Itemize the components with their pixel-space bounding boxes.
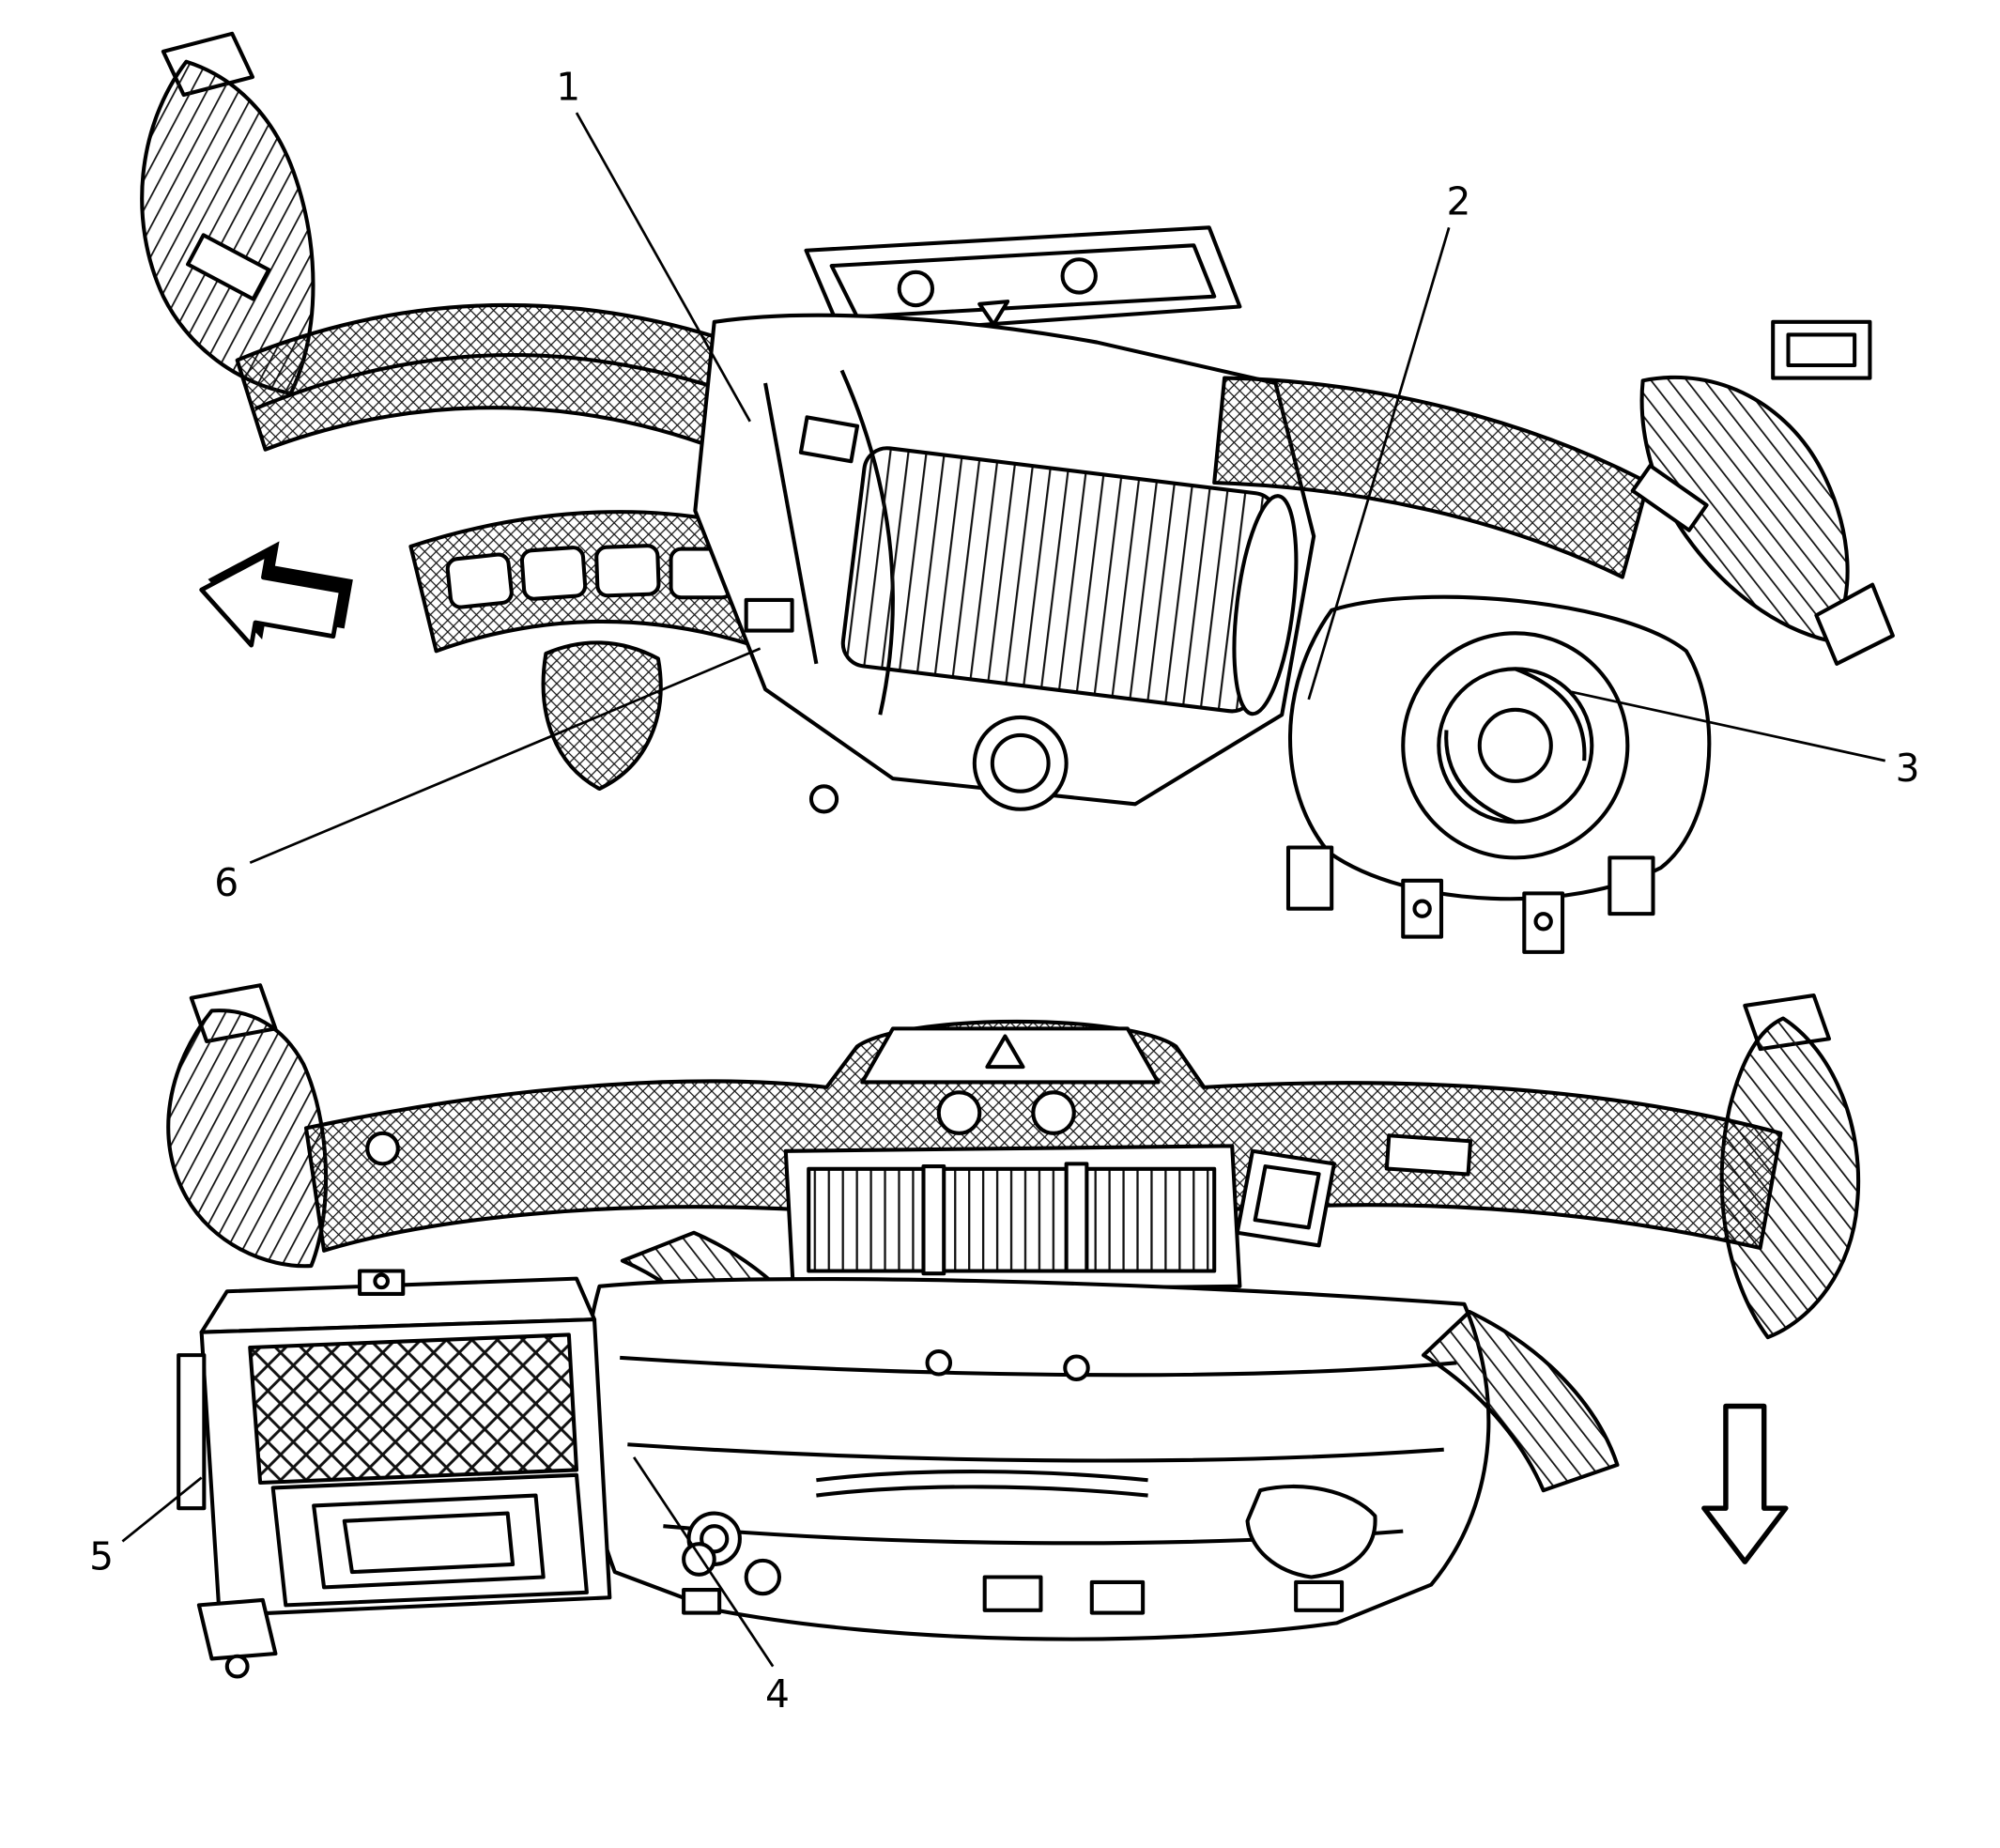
top-view-outlet-band [408, 510, 776, 654]
top-view-right-arm-duct [1212, 376, 1651, 579]
top-view-left-flex-duct [140, 31, 315, 395]
top-view-right-flex-duct [1630, 319, 1895, 666]
front-view-cowl-duct [303, 1019, 1783, 1253]
flow-arrow-down-icon [1701, 1403, 1789, 1564]
callout-6: 6 [214, 860, 238, 905]
front-view-left-flex-duct [166, 983, 329, 1269]
callout-4-leader [633, 1456, 775, 1668]
callout-4: 4 [765, 1671, 790, 1717]
hvac-module-top-view [140, 31, 1895, 954]
flow-arrow-left-icon [199, 541, 353, 648]
callout-3-leader [1571, 690, 1886, 762]
top-view-round-port [972, 715, 1069, 811]
top-view-bellows [840, 446, 1299, 716]
callout-2-leader [1307, 226, 1451, 701]
top-view-blower-motor [1288, 594, 1712, 901]
callout-2: 2 [1446, 179, 1470, 224]
top-view-mounting-tabs [1285, 845, 1655, 954]
front-view-inlet-housing [177, 1269, 612, 1679]
front-view-drain-fittings [682, 1542, 722, 1615]
front-view-main-case [581, 1277, 1491, 1641]
front-view-right-corrugated-duct [1421, 1309, 1620, 1493]
top-view-defroster-panel [804, 225, 1242, 337]
front-view-vent-grille [783, 1144, 1242, 1294]
hvac-module-front-view [166, 983, 1861, 1679]
callout-5: 5 [89, 1533, 114, 1578]
callout-1-leader [575, 112, 751, 423]
callout-1: 1 [556, 64, 580, 109]
front-view-right-flex-duct [1719, 993, 1861, 1340]
front-view-side-vent [1235, 1148, 1336, 1248]
callout-6-leader [249, 647, 762, 865]
callout-leaders [121, 112, 1886, 1668]
callout-5-leader [121, 1476, 203, 1543]
callout-3: 3 [1896, 746, 1920, 791]
